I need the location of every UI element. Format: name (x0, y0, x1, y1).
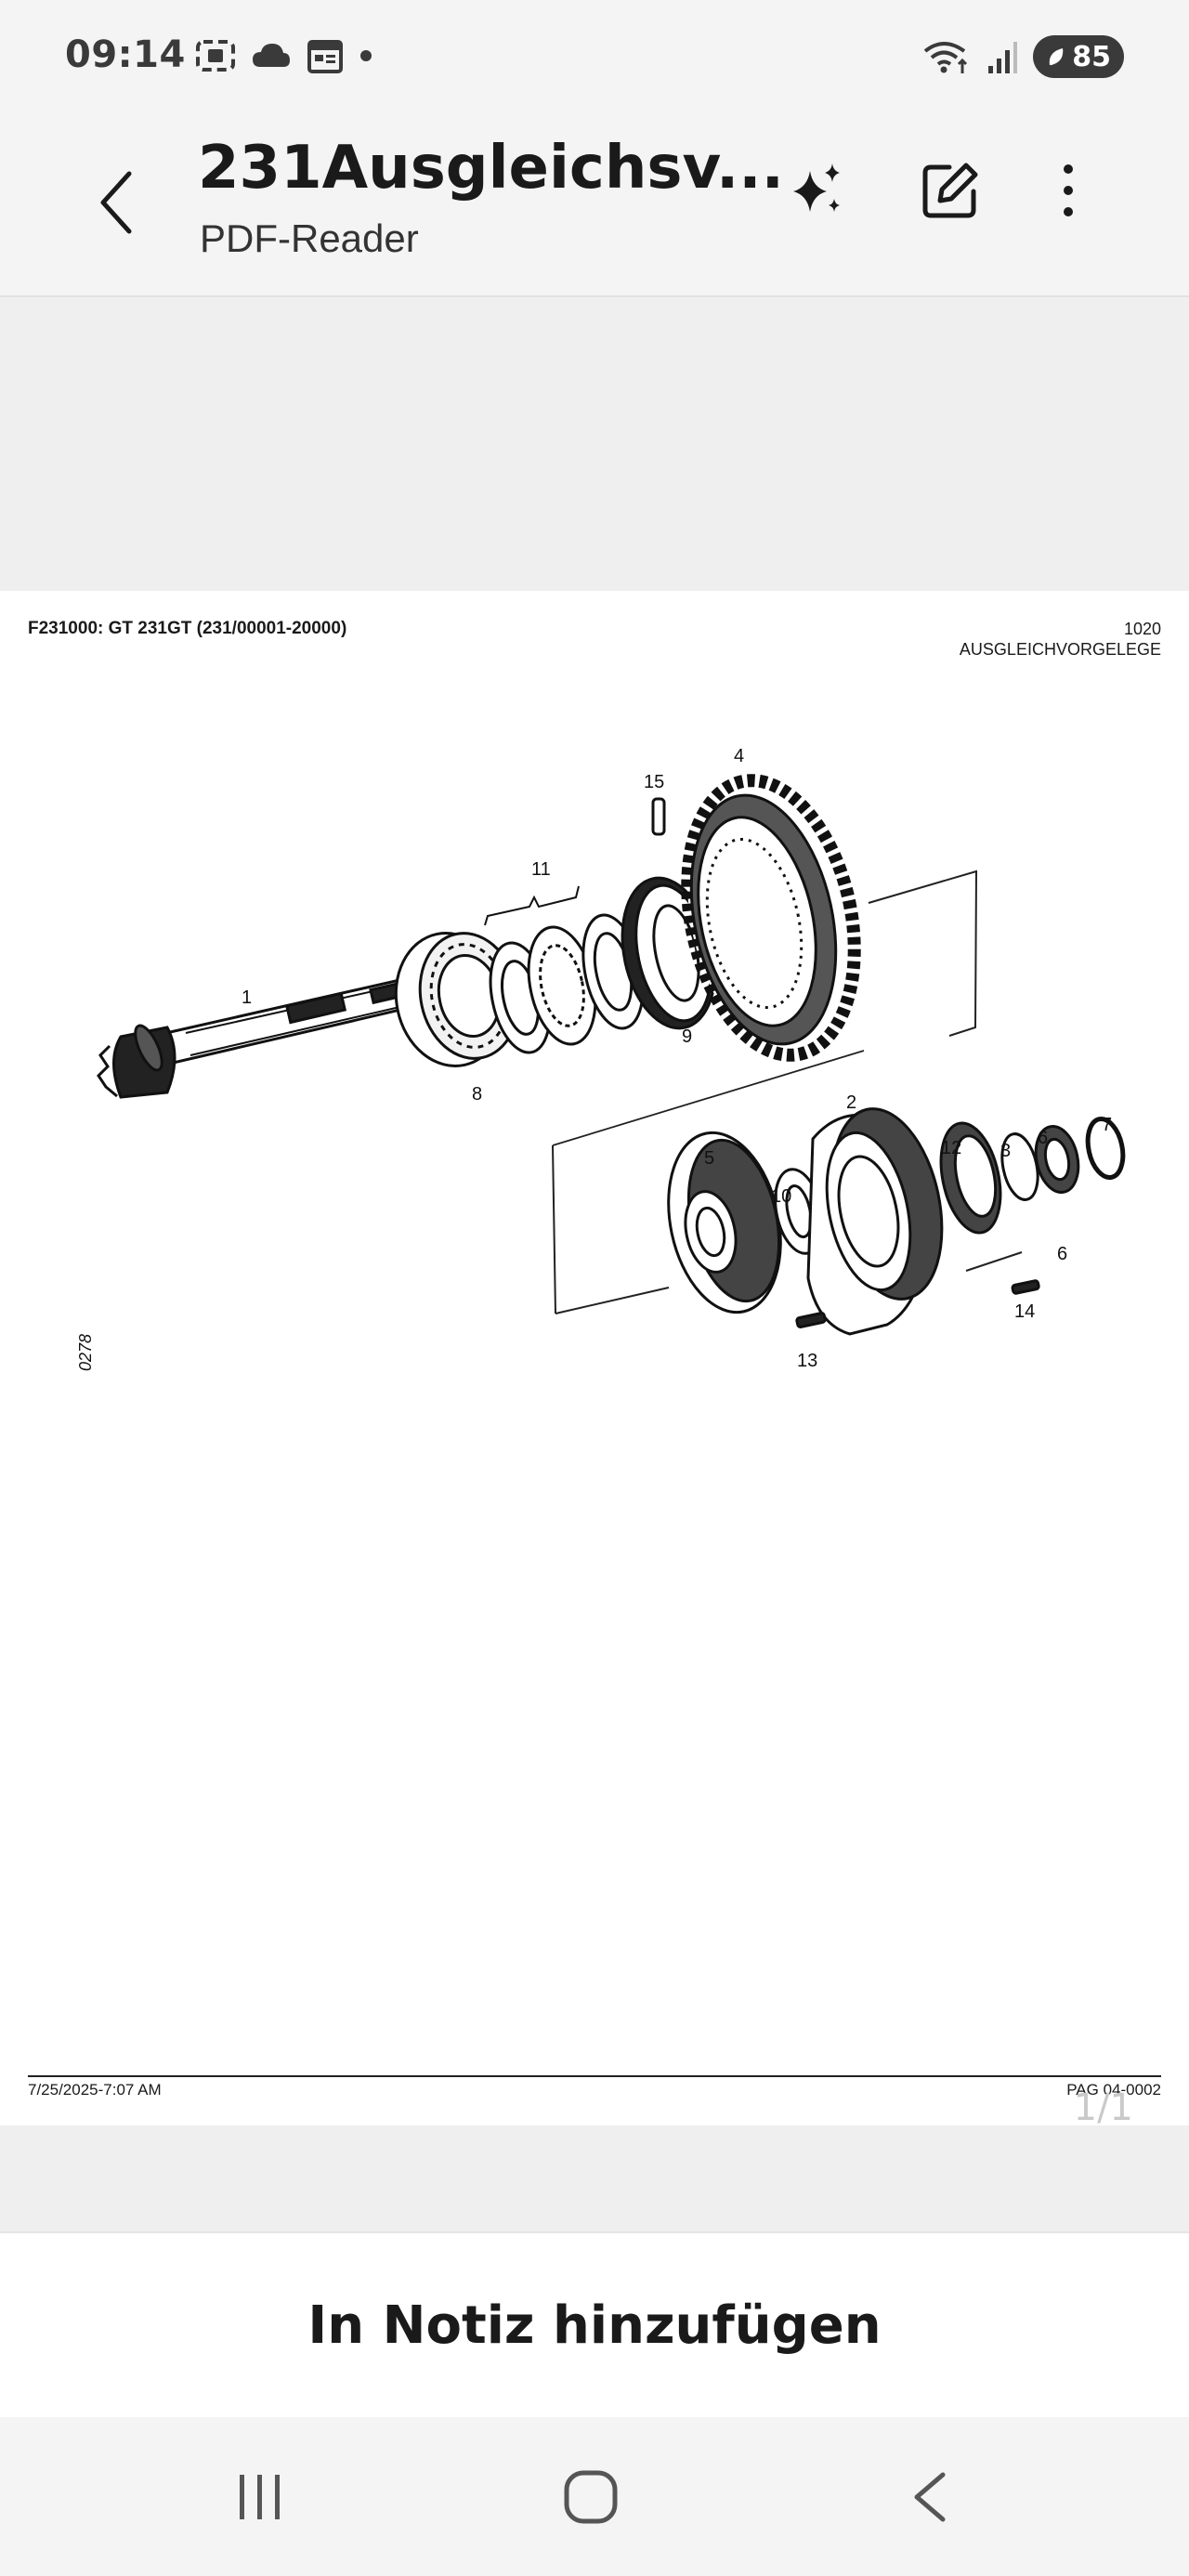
ai-assist-button[interactable] (786, 158, 851, 223)
callout-13: 13 (797, 1351, 817, 1371)
callout-9: 9 (682, 1026, 692, 1047)
edit-button[interactable] (918, 158, 983, 223)
page-header-title: AUSGLEICHVORGELEGE (959, 640, 1161, 659)
pinion-shaft (97, 970, 446, 1099)
page-footer-line (28, 2075, 1161, 2077)
calendar-icon (307, 40, 343, 73)
home-button[interactable] (563, 2469, 619, 2525)
callout-14: 14 (1014, 1301, 1035, 1322)
status-icons-right: 85 (921, 35, 1124, 78)
pdf-page[interactable]: F231000: GT 231GT (231/00001-20000) 1020… (0, 591, 1189, 2129)
callout-1: 1 (242, 987, 252, 1008)
page-header-section: 1020 AUSGLEICHVORGELEGE (960, 619, 1161, 660)
callout-7: 7 (1102, 1115, 1112, 1135)
bottom-action-bar: In Notiz hinzufügen (0, 2231, 1189, 2417)
circlip-7 (1085, 1116, 1126, 1181)
page-footer-date: 7/25/2025-7:07 AM (28, 2081, 162, 2099)
housing-2 (806, 1107, 944, 1336)
callout-5: 5 (704, 1148, 714, 1169)
battery-level: 85 (1072, 40, 1111, 73)
callout-8: 8 (472, 1084, 482, 1105)
status-time: 09:14 (65, 33, 186, 76)
dot-icon (360, 50, 372, 61)
battery-indicator: 85 (1033, 35, 1124, 78)
back-icon (914, 2472, 946, 2522)
ring-gear-4 (681, 774, 861, 1062)
housing-cover-5 (667, 1131, 782, 1314)
guide-lines (552, 870, 1023, 1314)
nut-6 (1034, 1124, 1080, 1195)
signal-icon (988, 42, 1018, 73)
callout-15: 15 (644, 772, 664, 792)
page-indicator: 1/1 (1073, 2086, 1133, 2129)
app-subtitle: PDF-Reader (200, 216, 419, 260)
bolt-14 (1011, 1279, 1040, 1295)
recent-apps-button[interactable] (232, 2471, 288, 2523)
page-header-model: F231000: GT 231GT (231/00001-20000) (28, 619, 347, 638)
battery-icon (1050, 48, 1064, 65)
vertical-code: 0278 (76, 1334, 95, 1371)
callout-4: 4 (734, 746, 744, 766)
back-arrow-icon (100, 171, 132, 234)
pin-15 (651, 797, 666, 836)
callout-12: 12 (941, 1138, 961, 1158)
bolt-13 (795, 1312, 827, 1328)
callout-6b: 6 (1057, 1244, 1067, 1264)
edit-icon (922, 163, 978, 218)
navigation-bar (0, 2417, 1189, 2576)
add-to-note-button[interactable]: In Notiz hinzufügen (307, 2295, 882, 2356)
more-options-button[interactable] (1050, 158, 1087, 223)
callout-6a: 6 (1038, 1128, 1048, 1148)
home-icon (564, 2470, 618, 2524)
callout-10: 10 (771, 1186, 791, 1207)
status-bar: 09:14 (0, 0, 1189, 111)
bearing-12 (939, 1121, 1002, 1235)
exploded-parts-diagram: 1 2 3 4 5 6 6 7 8 9 10 11 12 13 14 15 02… (76, 746, 1126, 1371)
screenshot-icon (196, 40, 235, 72)
recent-apps-icon (240, 2475, 280, 2519)
document-title: 231Ausgleichsv... (198, 134, 784, 203)
cloud-icon (253, 44, 290, 67)
back-button[interactable] (84, 156, 149, 249)
app-bar: 231Ausgleichsv... PDF-Reader (0, 111, 1189, 297)
wifi-icon (924, 42, 968, 73)
callout-3: 3 (1000, 1141, 1011, 1161)
callout-11: 11 (531, 859, 551, 880)
status-icons-left (195, 37, 373, 74)
callout-2: 2 (846, 1092, 856, 1113)
page-footer-page: PAG 04-0002 (1066, 2081, 1161, 2099)
nav-back-button[interactable] (906, 2469, 952, 2525)
page-header-number: 1020 (1123, 620, 1161, 638)
ring-9 (621, 876, 717, 1030)
sparkle-icon (793, 163, 840, 212)
more-vert-icon (1064, 164, 1073, 216)
